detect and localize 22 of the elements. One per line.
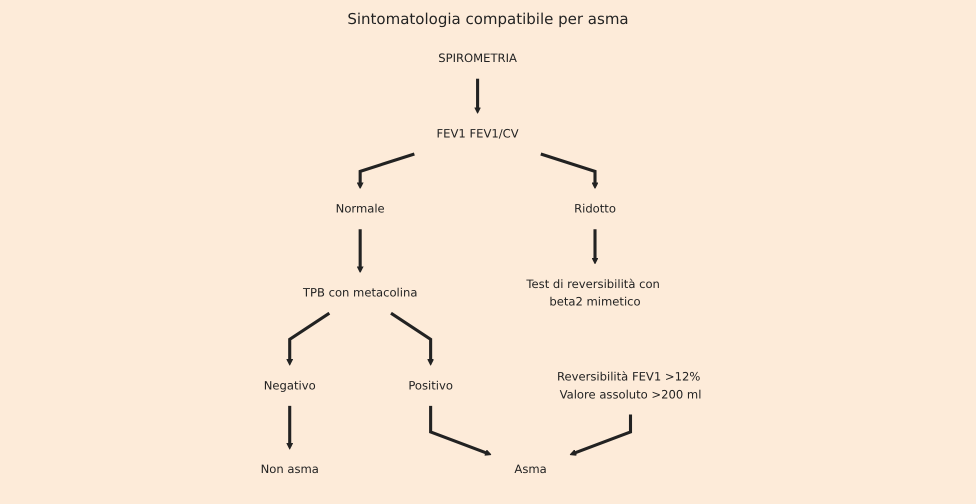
node-text: Non asma (260, 462, 319, 476)
node-text: Negativo (264, 378, 316, 392)
node-text: Test di reversibilità con beta2 mimetico (526, 277, 660, 308)
node-text: FEV1 FEV1/CV (436, 126, 519, 140)
arrow (356, 152, 415, 190)
arrow (592, 229, 598, 264)
node-text: Asma (514, 462, 547, 476)
node-text: SPIROMETRIA (438, 51, 517, 66)
arrow (474, 78, 481, 114)
arrow (356, 229, 364, 273)
arrow (429, 406, 492, 456)
arrow (286, 406, 294, 450)
arrow (540, 152, 598, 190)
arrow (390, 312, 434, 366)
arrow (286, 312, 330, 366)
arrow (570, 414, 632, 456)
node-text: TPB con metacolina (302, 286, 418, 300)
node-text: Reversibilità FEV1 >12% Valore assoluto >200 ml (556, 370, 702, 402)
node-text: Ridotto (574, 202, 616, 216)
node-text: Normale (336, 202, 385, 216)
node-text: Positivo (408, 378, 453, 392)
diagram-title: Sintomatologia compatibile per asma (347, 10, 629, 28)
